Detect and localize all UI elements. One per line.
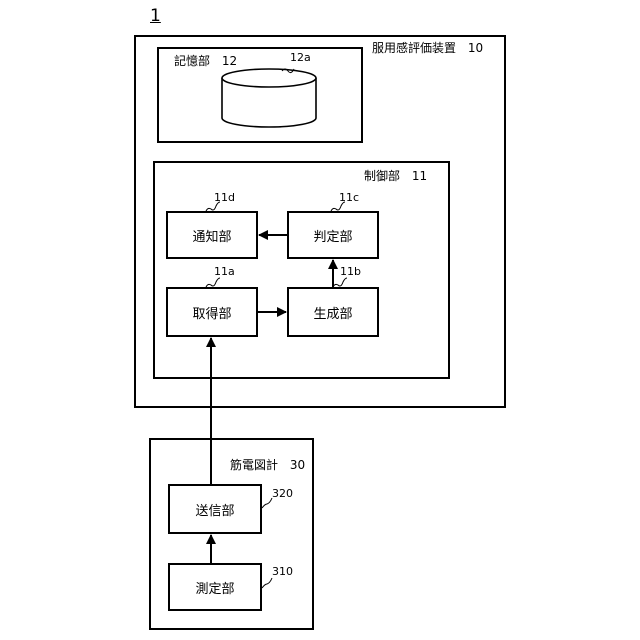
control-box [153, 161, 450, 379]
db-ref: 12a [290, 52, 311, 64]
control-name: 制御部 [364, 169, 400, 183]
control-ref: 11 [412, 169, 427, 183]
judge-unit: 判定部 [287, 211, 379, 259]
acquire-ref: 11a [214, 266, 235, 278]
generate-unit: 生成部 [287, 287, 379, 337]
send-ref: 320 [272, 488, 293, 500]
control-label: 制御部 11 [364, 169, 427, 183]
measure-ref: 310 [272, 566, 293, 578]
notify-unit: 通知部 [166, 211, 258, 259]
emg-label: 筋電図計 30 [230, 458, 305, 472]
generate-ref: 11b [340, 266, 361, 278]
send-unit: 送信部 [168, 484, 262, 534]
figure-label: 1 [150, 6, 161, 26]
measure-unit: 測定部 [168, 563, 262, 611]
evaluation-device-name: 服用感評価装置 [372, 41, 456, 55]
db-label-line1: 服用感 [222, 88, 316, 102]
storage-name: 記憶部 [174, 54, 210, 68]
db-label-line2: DB [222, 104, 316, 118]
notify-ref: 11d [214, 192, 235, 204]
storage-ref: 12 [222, 54, 237, 68]
storage-label: 記憶部 12 [174, 54, 237, 68]
emg-ref: 30 [290, 458, 305, 472]
evaluation-device-ref: 10 [468, 41, 483, 55]
judge-ref: 11c [339, 192, 359, 204]
emg-name: 筋電図計 [230, 458, 278, 472]
evaluation-device-label: 服用感評価装置 10 [372, 41, 483, 55]
acquire-unit: 取得部 [166, 287, 258, 337]
